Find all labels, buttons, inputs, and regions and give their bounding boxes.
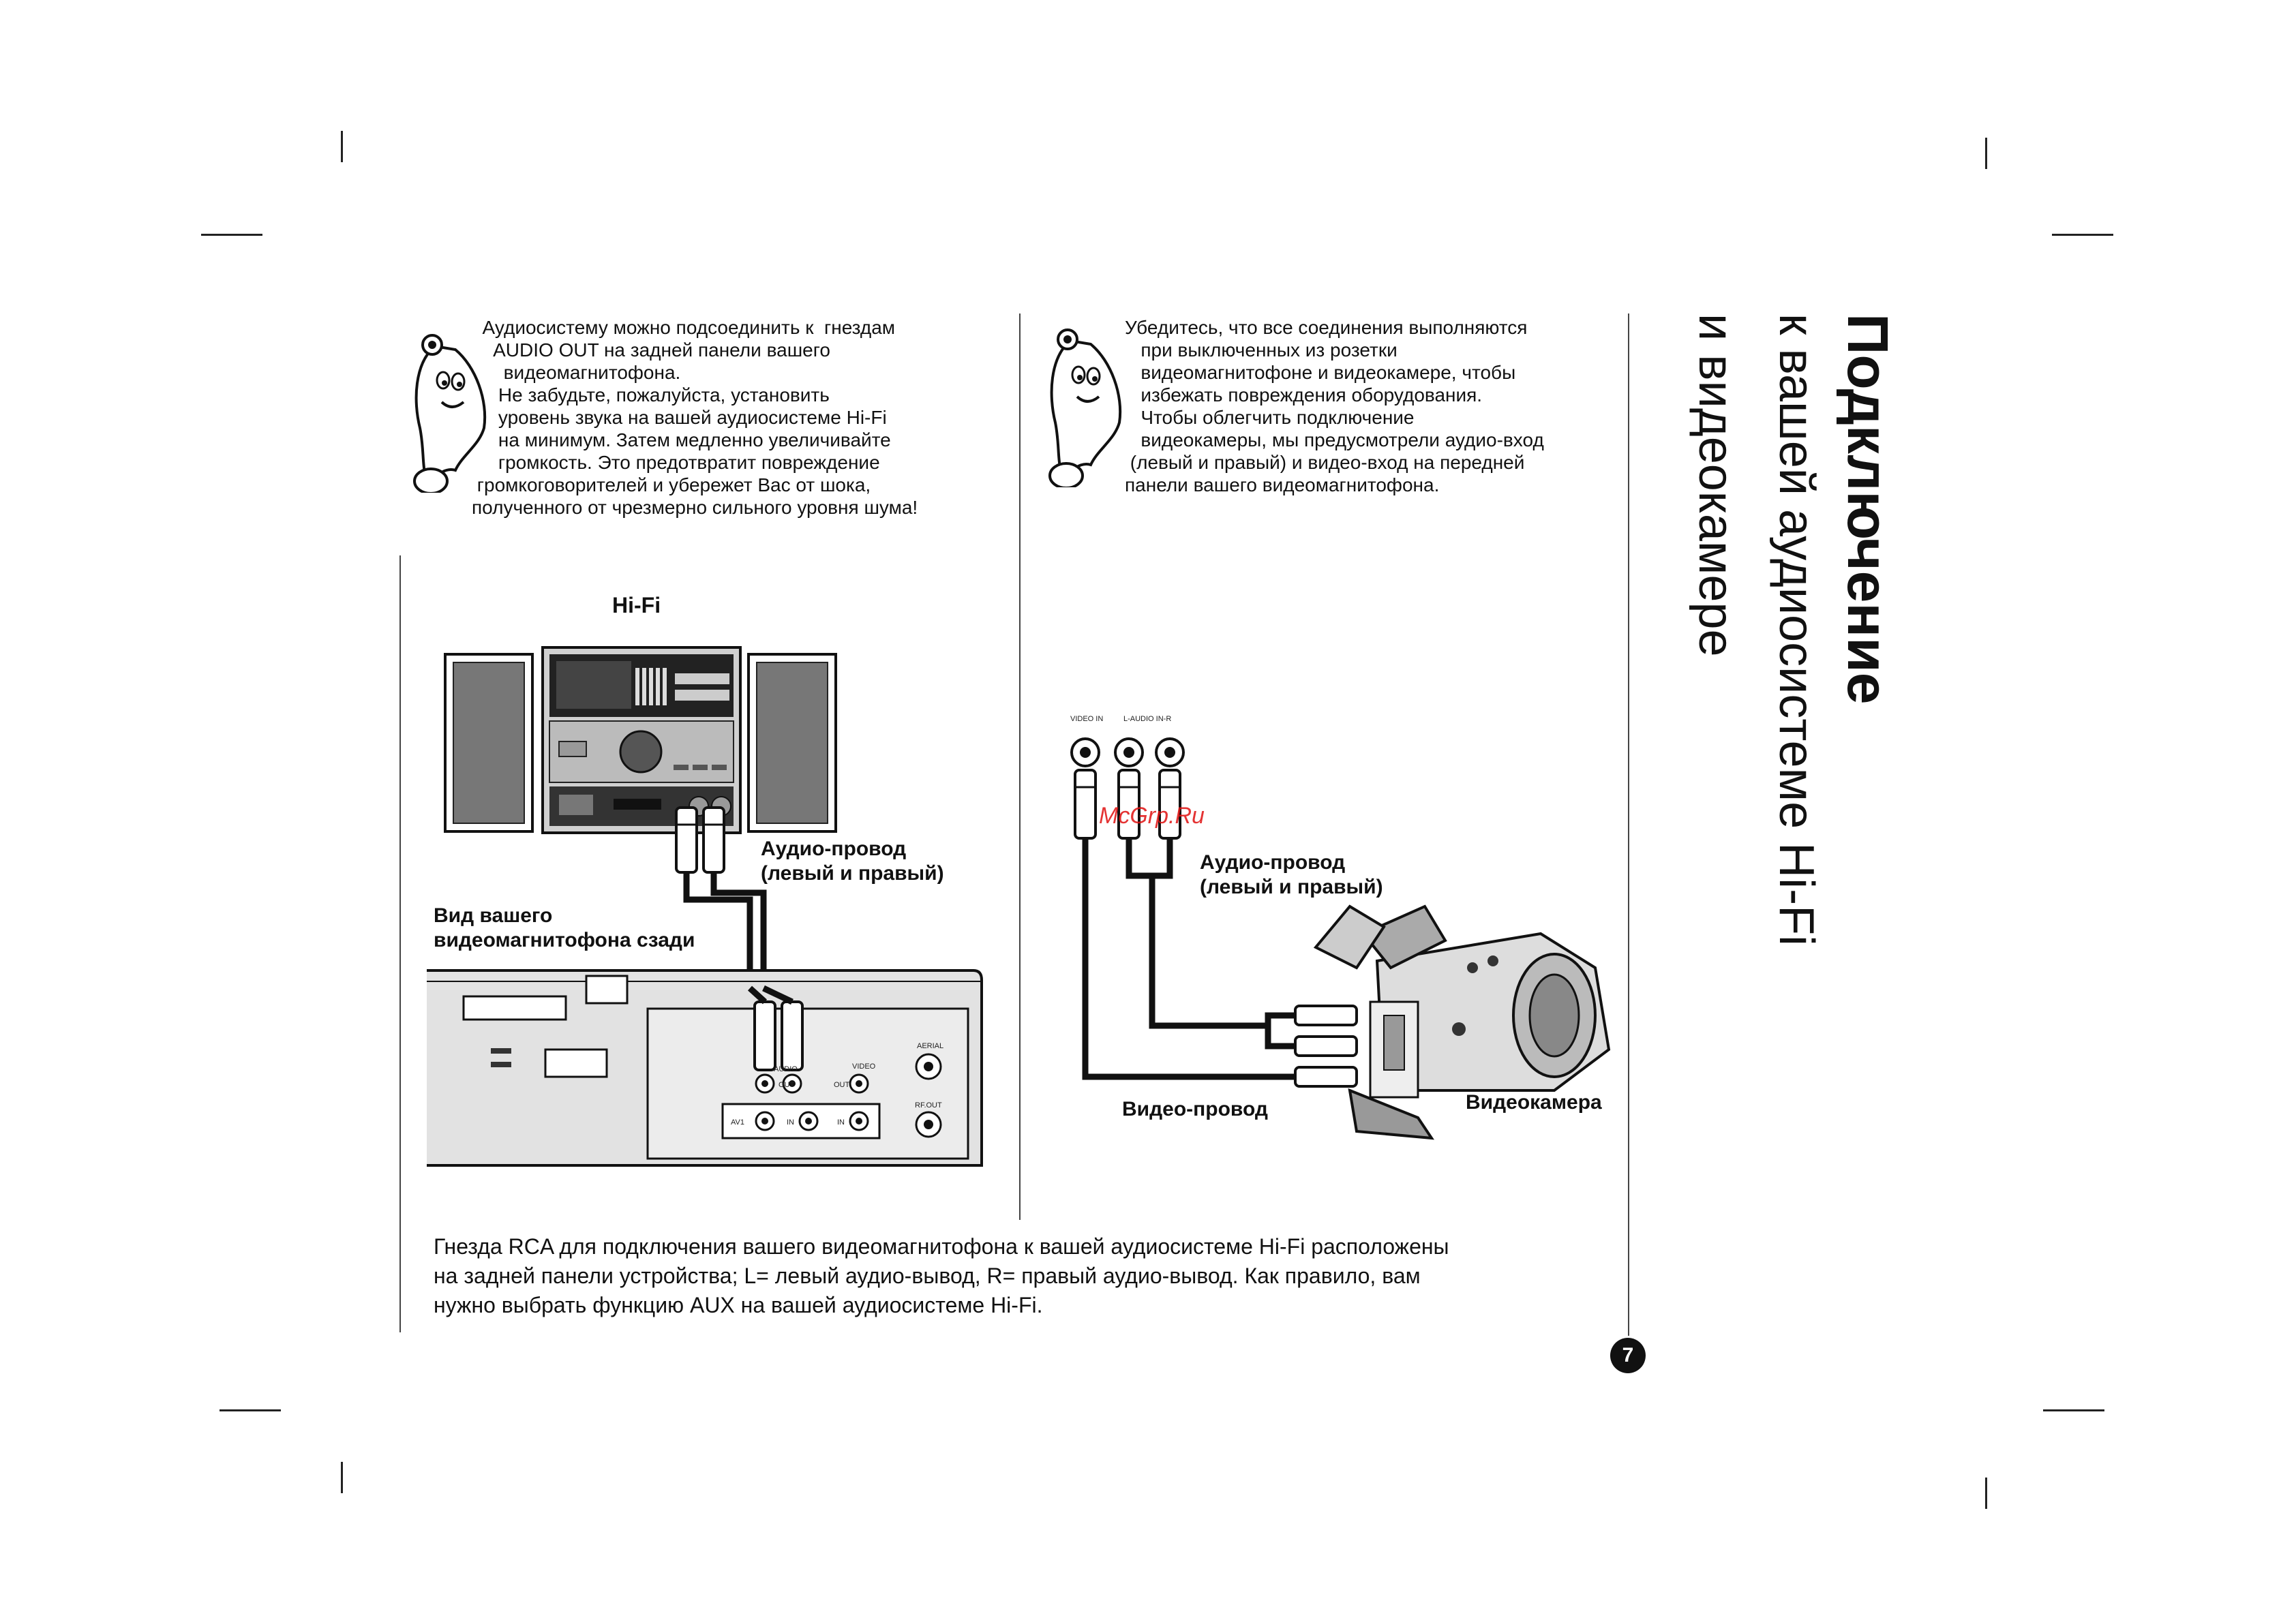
watermark-text: McGrp.Ru <box>1099 803 1205 829</box>
audio-in-text: L-AUDIO IN-R <box>1123 715 1171 723</box>
crop-mark <box>1985 1478 1987 1509</box>
video-in-text: VIDEO IN <box>1070 715 1103 723</box>
panel-av1-text: AV1 <box>731 1118 744 1127</box>
hifi-caution-note: Аудиосистему можно подсоединить к гнезда… <box>472 317 918 518</box>
panel-aerial-text: AERIAL <box>917 1042 943 1050</box>
audio-cable-label-right: Аудио-провод (левый и правый) <box>1200 851 1383 898</box>
hifi-unit-icon <box>541 646 742 834</box>
middle-rule <box>1019 313 1021 1220</box>
left-speaker-icon <box>444 653 534 833</box>
audio-cable-label-left: Аудио-провод (левый и правый) <box>761 838 944 885</box>
crop-mark <box>2043 1409 2104 1411</box>
page-number: 7 <box>1610 1338 1646 1373</box>
camcorder-caution-note: Убедитесь, что все соединения выполняютс… <box>1125 317 1544 495</box>
panel-out-text: OUT <box>779 1081 795 1089</box>
panel-in-text: IN <box>787 1118 794 1127</box>
camcorder-label: Видеокамера <box>1466 1091 1602 1114</box>
panel-video-text: VIDEO <box>852 1062 876 1071</box>
hifi-rca-plugs <box>675 806 725 874</box>
crop-mark <box>1985 138 1987 169</box>
panel-in-text: IN <box>837 1118 845 1127</box>
crop-mark <box>341 1462 343 1493</box>
vcr-rear-panel-icon <box>427 969 983 1167</box>
ghost-mascot-icon <box>413 334 487 493</box>
page-subtitle-line1: к вашей аудиосистеме Hi-Fi <box>1769 313 1824 947</box>
right-rule <box>1628 313 1629 1336</box>
page-title: Подключение <box>1836 313 1900 705</box>
crop-mark <box>341 131 343 162</box>
vcr-rear-label: Вид вашего видеомагнитофона сзади <box>434 904 695 951</box>
video-cable-label: Видео-провод <box>1122 1098 1268 1120</box>
ghost-mascot-icon <box>1048 328 1122 487</box>
hifi-connection-diagram: AUDIO OUT OUT VIDEO AERIAL RF.OUT AV1 IN… <box>427 646 983 1167</box>
left-rule <box>399 555 401 1332</box>
crop-mark <box>2052 234 2113 236</box>
crop-mark <box>201 234 262 236</box>
body-text: Гнезда RCA для подключения вашего видеом… <box>434 1234 1449 1317</box>
panel-out-text: OUT <box>834 1081 850 1089</box>
page-subtitle-line2: и видеокамере <box>1689 313 1743 657</box>
camcorder-connection-diagram: VIDEO IN L-AUDIO IN-R <box>1070 715 1611 1140</box>
crop-mark <box>220 1409 281 1411</box>
camcorder-icon <box>1313 904 1611 1140</box>
hifi-label: Hi-Fi <box>612 593 661 617</box>
panel-audio-text: AUDIO <box>774 1065 798 1073</box>
page-number-text: 7 <box>1622 1344 1634 1366</box>
right-speaker-icon <box>747 653 837 833</box>
panel-rfout-text: RF.OUT <box>915 1101 942 1110</box>
